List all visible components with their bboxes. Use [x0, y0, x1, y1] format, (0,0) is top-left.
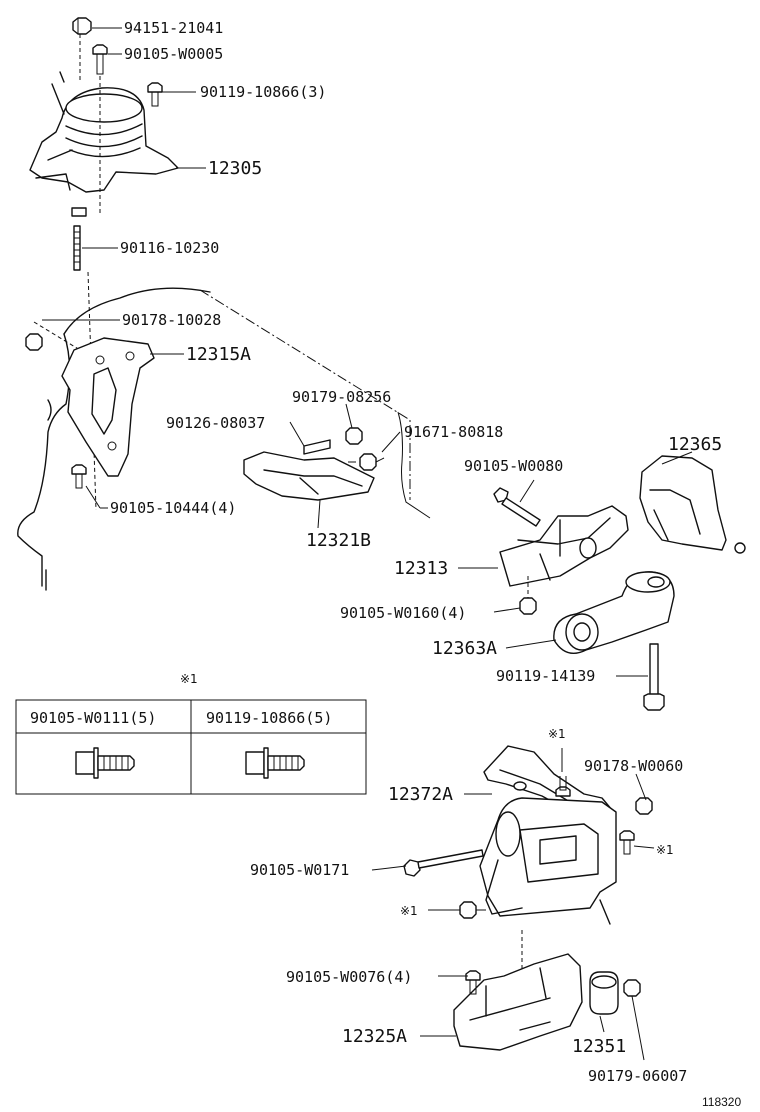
label-12351: 12351 [572, 1036, 626, 1057]
label-12372A: 12372A [388, 784, 453, 805]
label-90178-10028: 90178-10028 [122, 311, 221, 329]
label-12315A: 12315A [186, 344, 251, 365]
bolt-icon-2 [245, 747, 305, 779]
plate-12321B [243, 411, 431, 519]
label-90105-W0160-4: 90105-W0160(4) [340, 604, 466, 622]
label-94151-21041: 94151-21041 [124, 19, 223, 37]
label-90105-W0076-4: 90105-W0076(4) [286, 968, 412, 986]
mark-ref-right: ※1 [656, 843, 674, 857]
label-90105-W0005: 90105-W0005 [124, 45, 223, 63]
label-90179-06007: 90179-06007 [588, 1067, 687, 1085]
heat-shield-12365 [639, 455, 746, 554]
label-12305: 12305 [208, 158, 262, 179]
label-90178-W0060: 90178-W0060 [584, 757, 683, 775]
label-90119-14139: 90119-14139 [496, 667, 595, 685]
transmission-mount-12372A [403, 745, 653, 990]
label-91671-80818: 91671-80818 [404, 423, 503, 441]
bolt-icon-1 [75, 747, 135, 779]
label-90119-10866-3: 90119-10866(3) [200, 83, 326, 101]
label-12313: 12313 [394, 558, 448, 579]
engine-bracket-12315A [17, 287, 411, 591]
engine-mount-12305 [29, 17, 179, 511]
table-col-1: 90105-W0111(5) [30, 709, 156, 727]
table-col-2: 90119-10866(5) [206, 709, 332, 727]
leader-lines [42, 27, 693, 1061]
label-12321B: 12321B [306, 530, 371, 551]
mark-ref-bottom: ※1 [400, 904, 418, 918]
label-90116-10230: 90116-10230 [120, 239, 219, 257]
table-reference-mark: ※1 [180, 672, 198, 686]
label-90105-W0080: 90105-W0080 [464, 457, 563, 475]
reference-table: ※1 90105-W0111(5) 90119-10866(5) [15, 672, 367, 795]
callout-labels: 94151-21041 90105-W0005 90119-10866(3) 1… [110, 19, 741, 1109]
label-90105-10444-4: 90105-10444(4) [110, 499, 236, 517]
diagram-id: 118320 [702, 1095, 741, 1109]
label-12325A: 12325A [342, 1026, 407, 1047]
label-90105-W0171: 90105-W0171 [250, 861, 349, 879]
label-90126-08037: 90126-08037 [166, 414, 265, 432]
mount-bracket-12325A [453, 953, 641, 1051]
label-12363A: 12363A [432, 638, 497, 659]
label-90179-08256: 90179-08256 [292, 388, 391, 406]
mount-bracket-12313 [493, 487, 629, 615]
torque-rod-12363A [553, 571, 675, 711]
label-12365: 12365 [668, 434, 722, 455]
mark-ref-top: ※1 [548, 727, 566, 741]
